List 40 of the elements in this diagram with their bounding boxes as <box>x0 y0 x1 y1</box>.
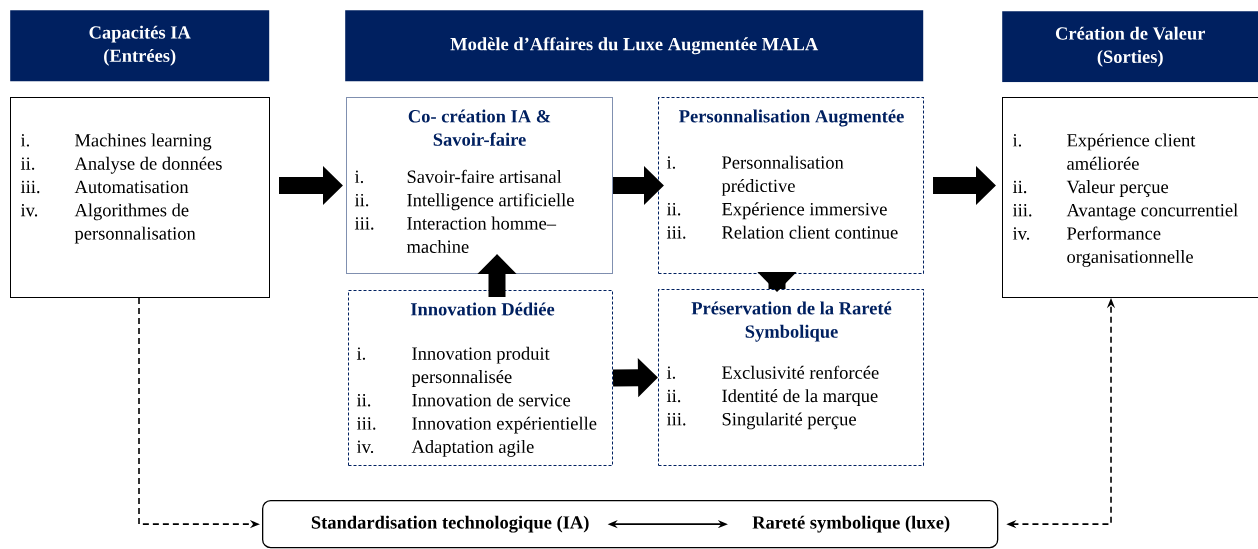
header-band: Modèle d’Affaires du Luxe Augmentée MALA <box>345 10 924 82</box>
list-item: ii. Valeur perçue <box>1012 180 1169 197</box>
node-label: i. <box>666 156 676 169</box>
node-label: i. <box>356 347 366 360</box>
box-heading: Co- création IA & Savoir-faire <box>408 109 551 146</box>
node-label: Innovation produit personnalisée <box>411 346 550 387</box>
list-item: ii. Intelligence artificielle <box>354 193 574 211</box>
list-item: ii. Analyse de données <box>20 156 222 174</box>
box-heading: Préservation de la Rareté Symbolique <box>691 301 892 342</box>
box-heading: Innovation Dédiée <box>410 302 555 316</box>
list-item: i. Exclusivité renforcée <box>666 365 879 379</box>
node-label: Personnalisation prédictive <box>721 155 844 196</box>
list-item: iii. Interaction homme– machine <box>354 216 557 253</box>
list-item: iv. Performance organisationnelle <box>1012 226 1193 267</box>
list-item: iii. Innovation expérientielle <box>356 416 597 434</box>
list-item: iv. Adaptation agile <box>356 440 534 457</box>
list-item: iii. Singularité perçue <box>666 412 856 430</box>
box-heading: Personnalisation Augmentée <box>679 109 904 127</box>
node-label: i. <box>666 366 676 379</box>
list-item: iii. Automatisation <box>20 180 189 194</box>
list-box <box>10 97 270 298</box>
list-item: i. Savoir-faire artisanal <box>354 169 562 184</box>
list-item: iii. Relation client continue <box>666 225 898 239</box>
list-box <box>348 290 613 466</box>
node-label: Exclusivité renforcée <box>722 365 879 379</box>
header-band: Capacités IA (Entrées) <box>10 10 270 82</box>
list-box <box>658 289 924 466</box>
list-item: ii. Identité de la marque <box>666 389 878 406</box>
list-box <box>346 97 613 274</box>
list-item: iii. Avantage concurrentiel <box>1012 203 1238 221</box>
list-item: i. Machines learning <box>20 133 212 151</box>
list-item: iv. Algorithmes de personnalisation <box>20 203 196 244</box>
label-text: Rareté symbolique (luxe) <box>752 515 950 533</box>
header-band: Création de Valeur (Sorties) <box>1002 11 1258 83</box>
rounded-box <box>262 500 999 549</box>
list-item: ii. Expérience immersive <box>666 202 887 220</box>
list-box <box>658 97 924 274</box>
list-item: ii. Innovation de service <box>356 393 571 407</box>
label-text: Standardisation technologique (IA) <box>311 515 589 533</box>
list-box <box>1002 97 1258 298</box>
